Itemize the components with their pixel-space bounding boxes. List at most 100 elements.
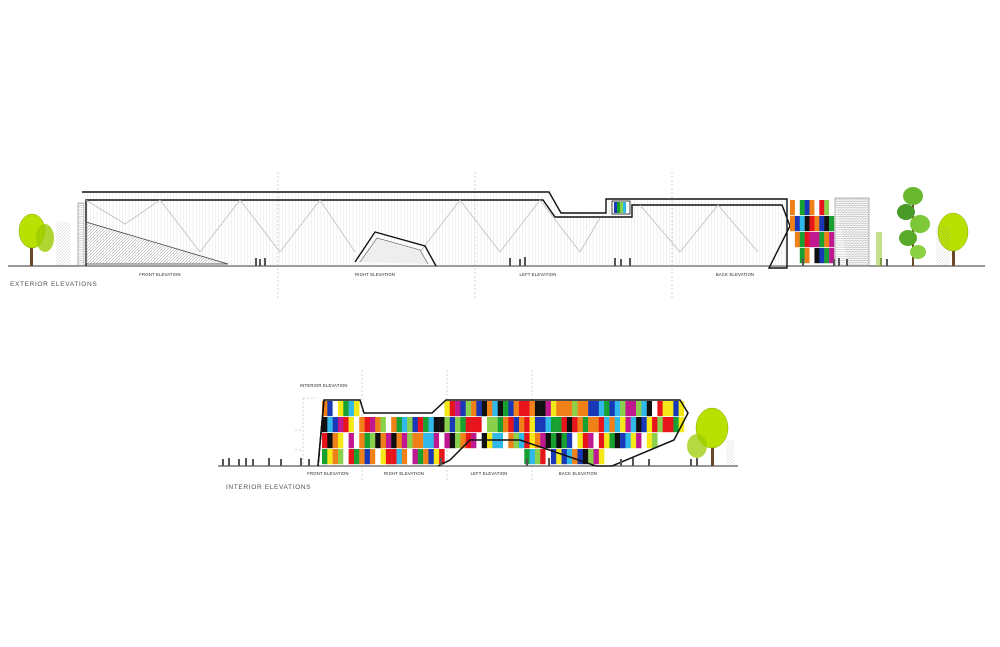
ext-label-left: LEFT ELEVATION [519, 272, 556, 277]
color-panel [455, 433, 461, 449]
color-panel [550, 449, 557, 465]
color-panel [348, 417, 355, 433]
color-panel [550, 433, 557, 449]
color-panel [348, 433, 355, 449]
color-panel [534, 449, 541, 465]
color-panel [614, 401, 621, 417]
exterior-title: EXTERIOR ELEVATIONS [10, 281, 97, 288]
color-panel [829, 216, 835, 232]
ext-label-front: FRONT ELEVATION [139, 272, 180, 277]
color-panel [348, 449, 355, 465]
color-panel [332, 401, 339, 417]
color-panel [503, 401, 509, 417]
color-panel [814, 216, 820, 232]
color-panel [819, 200, 825, 216]
color-panel [332, 433, 339, 449]
color-panel [794, 216, 800, 232]
color-panel [401, 417, 408, 433]
left-end-wall [77, 202, 85, 267]
color-panel [636, 401, 642, 417]
color-panel [508, 417, 514, 433]
color-panel [412, 449, 419, 465]
color-panel [572, 401, 578, 417]
color-panel [497, 401, 504, 417]
color-panel [556, 433, 562, 449]
color-panel [407, 417, 413, 433]
color-panel [809, 200, 815, 216]
color-panel [545, 401, 552, 417]
color-panel [799, 200, 805, 216]
color-panel [646, 417, 653, 433]
color-panel [604, 401, 610, 417]
color-panel [604, 433, 610, 449]
color-panel [508, 401, 514, 417]
color-panel [540, 449, 546, 465]
color-panel [534, 417, 541, 433]
color-panel [524, 433, 530, 449]
color-panel [492, 401, 498, 417]
color-panel [439, 433, 445, 449]
color-panel [407, 449, 413, 465]
color-panel [561, 433, 568, 449]
exterior-roof-outline [82, 191, 791, 269]
color-panel [348, 401, 355, 417]
color-panel [359, 417, 365, 433]
color-panel [625, 433, 631, 449]
color-panel [322, 449, 328, 465]
truss-diagonals [85, 199, 759, 253]
color-panel [444, 417, 450, 433]
color-panel [794, 232, 800, 248]
color-panel [391, 417, 397, 433]
color-panel [799, 248, 805, 264]
color-panel [641, 401, 647, 417]
ext-label-right: RIGHT ELEVATION [355, 272, 395, 277]
color-panel [577, 433, 584, 449]
color-panel [566, 417, 573, 433]
color-panel [799, 216, 805, 232]
color-panel [829, 232, 835, 248]
color-panel [476, 401, 482, 417]
ext-label-back: BACK ELEVATION [716, 272, 754, 277]
color-panel [503, 417, 509, 433]
color-panel [593, 449, 600, 465]
interior-separators [295, 370, 533, 480]
color-panel [396, 417, 403, 433]
color-panel [652, 433, 658, 449]
color-panel [529, 449, 536, 465]
color-panel [428, 417, 434, 433]
color-panel [417, 417, 424, 433]
color-panel [417, 433, 424, 449]
color-panel [412, 417, 419, 433]
right-elevation-notch [354, 231, 437, 267]
color-panel [668, 401, 674, 417]
color-panel [343, 401, 349, 417]
color-panel [804, 216, 810, 232]
color-panel [337, 417, 344, 433]
interior-outline [317, 399, 689, 467]
color-panel [518, 401, 525, 417]
color-panel [492, 417, 498, 433]
color-panel [364, 449, 371, 465]
color-panel [550, 401, 557, 417]
color-panel [401, 449, 408, 465]
color-panel [636, 433, 642, 449]
color-panel [332, 449, 339, 465]
color-panel [385, 433, 392, 449]
color-panel [375, 449, 381, 465]
color-panel [630, 433, 637, 449]
color-panel [604, 417, 610, 433]
color-panel [809, 248, 815, 264]
color-panel [657, 401, 663, 417]
color-panel [375, 433, 381, 449]
color-panel [593, 433, 600, 449]
color-panel [819, 248, 825, 264]
color-panel [401, 433, 408, 449]
color-panel [407, 433, 413, 449]
interior-tree [687, 407, 734, 466]
color-panel [668, 417, 674, 433]
color-panel [343, 449, 349, 465]
color-panel [337, 401, 344, 417]
color-panel [662, 401, 669, 417]
color-panel [620, 417, 626, 433]
color-panel [412, 433, 419, 449]
